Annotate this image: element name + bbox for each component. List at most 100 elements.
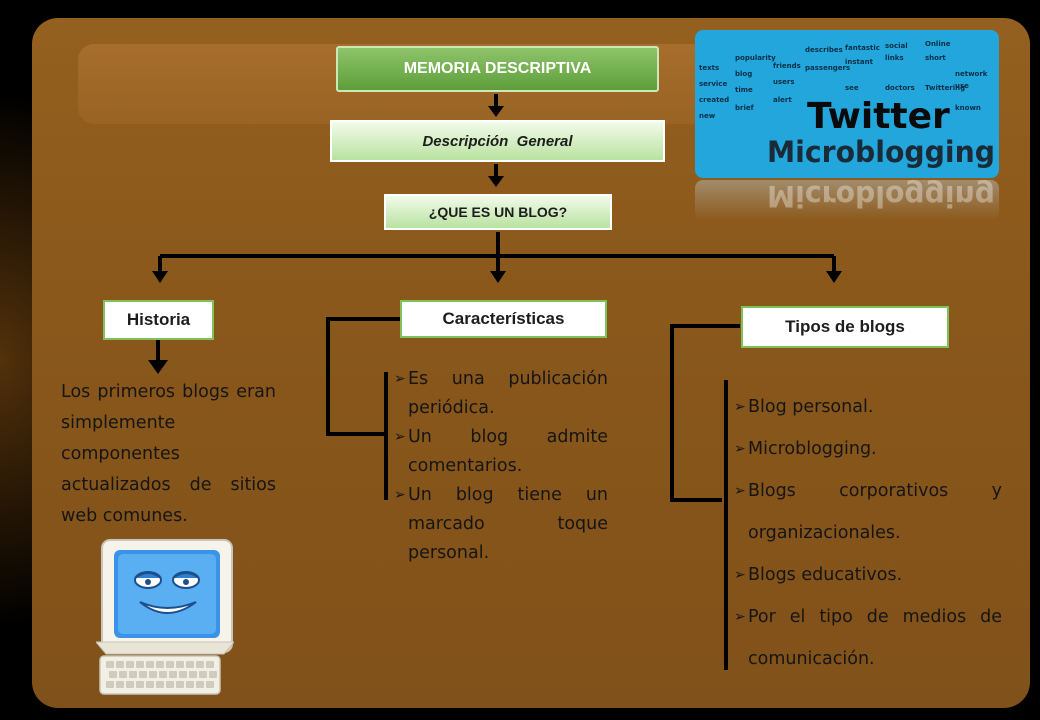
caracteristicas-list: ➢Es una publicación periódica. ➢Un blog … [394, 365, 608, 568]
keyboard-key [179, 671, 187, 678]
keyboard-key [156, 681, 164, 688]
arrow-down-icon [490, 271, 506, 283]
arrow-heads [148, 106, 842, 374]
list-item: ➢Blogs corporativos y organizacionales. [734, 470, 1002, 554]
keyboard-key [126, 681, 134, 688]
keyboard-key [126, 661, 134, 668]
word-cloud-word: use [955, 82, 969, 90]
arrow-bullet-icon: ➢ [394, 487, 406, 503]
historia-box: Historia [103, 300, 214, 340]
keyboard-key [199, 671, 207, 678]
word-cloud-word: blog [735, 70, 752, 78]
word-cloud-word: social [885, 42, 908, 50]
keyboard-key [136, 661, 144, 668]
word-cloud-word: brief [735, 104, 755, 112]
arrow-bullet-icon: ➢ [734, 399, 746, 415]
keyboard-key [139, 671, 147, 678]
caracteristicas-label: Características [442, 309, 565, 328]
keyboard-key [149, 671, 157, 678]
word-cloud-word: service [699, 80, 727, 88]
word-cloud-word: fantastic [845, 44, 880, 52]
keyboard-key [146, 661, 154, 668]
reflection-word: Microblogging [767, 180, 995, 213]
word-cloud: textsservicecreatedpopularityblogtimefri… [699, 40, 995, 169]
word-cloud-word: time [735, 86, 753, 94]
word-cloud-word: doctors [885, 84, 915, 92]
keyboard-key [166, 681, 174, 688]
question-text: ¿QUE ES UN BLOG? [428, 204, 568, 220]
historia-label: Historia [126, 310, 191, 329]
keyboard-key [206, 661, 214, 668]
smiling-computer-icon [96, 539, 234, 695]
word-cloud-word: Online [925, 40, 951, 48]
word-cloud-word: friends [773, 62, 801, 70]
arrow-down-icon [488, 106, 504, 117]
historia-text: Los primeros blogs eran simplemente comp… [61, 382, 276, 526]
arrow-bullet-icon: ➢ [734, 567, 746, 583]
word-cloud-word: created [699, 96, 729, 104]
arrow-down-icon [148, 360, 168, 374]
word-cloud-word: links [885, 54, 904, 62]
arrow-down-icon [152, 271, 168, 283]
title-box: MEMORIA DESCRIPTIVA [336, 46, 659, 92]
word-cloud-word: known [955, 104, 981, 112]
arrow-down-icon [488, 176, 504, 187]
word-cloud-word: instant [845, 58, 874, 66]
keyboard-key [116, 661, 124, 668]
image-reflection: Microblogging [695, 180, 999, 220]
arrow-bullet-icon: ➢ [394, 429, 406, 445]
keyboard-key [109, 671, 117, 678]
keyboard-key [146, 681, 154, 688]
keyboard-key [169, 671, 177, 678]
keyboard-key [209, 671, 217, 678]
subtitle-box: Descripción General [330, 120, 665, 162]
keyboard-key [196, 661, 204, 668]
arrow-bullet-icon: ➢ [394, 371, 406, 387]
title-text: MEMORIA DESCRIPTIVA [403, 60, 592, 77]
word-cloud-word: users [773, 78, 795, 86]
keyboard-key [166, 661, 174, 668]
tipos-list: ➢Blog personal. ➢Microblogging. ➢Blogs c… [734, 386, 1002, 680]
keyboard-key [159, 671, 167, 678]
microblogging-word: Microblogging [767, 135, 995, 169]
keyboard-key [176, 681, 184, 688]
caracteristicas-box: Características [400, 300, 607, 338]
keyboard-key [129, 671, 137, 678]
arrow-bullet-icon: ➢ [734, 483, 746, 499]
word-cloud-word: Twittering [925, 84, 965, 92]
keyboard-key [119, 671, 127, 678]
tipos-label: Tipos de blogs [785, 317, 905, 336]
word-cloud-word: short [925, 54, 946, 62]
keyboard-key [196, 681, 204, 688]
keyboard-key [136, 681, 144, 688]
keyboard-key [106, 681, 114, 688]
question-box: ¿QUE ES UN BLOG? [384, 194, 612, 230]
arrow-bullet-icon: ➢ [734, 441, 746, 457]
list-item: ➢Es una publicación periódica. [394, 365, 608, 423]
list-item: ➢Microblogging. [734, 428, 1002, 470]
word-cloud-word: popularity [735, 54, 776, 62]
tipos-box: Tipos de blogs [741, 306, 949, 348]
twitter-word: Twitter [807, 96, 950, 137]
list-item: ➢Un blog tiene un marcado toque personal… [394, 481, 608, 568]
keyboard-key [156, 661, 164, 668]
list-item: ➢Por el tipo de medios de comunicación. [734, 596, 1002, 680]
list-item: ➢Un blog admite comentarios. [394, 423, 608, 481]
list-item: ➢Blogs educativos. [734, 554, 1002, 596]
word-cloud-word: describes [805, 46, 843, 54]
arrow-down-icon [826, 271, 842, 283]
keyboard-key [189, 671, 197, 678]
keyboard-key [106, 661, 114, 668]
keyboard-key [116, 681, 124, 688]
word-cloud-word: passengers [805, 64, 850, 72]
keyboard-key [186, 681, 194, 688]
word-cloud-word: alert [773, 96, 792, 104]
keyboard-key [186, 661, 194, 668]
keyboard-key [176, 661, 184, 668]
subtitle-text: Descripción General [422, 132, 573, 150]
list-item: ➢Blog personal. [734, 386, 1002, 428]
keyboard-key [206, 681, 214, 688]
word-cloud-word: network [955, 70, 988, 78]
